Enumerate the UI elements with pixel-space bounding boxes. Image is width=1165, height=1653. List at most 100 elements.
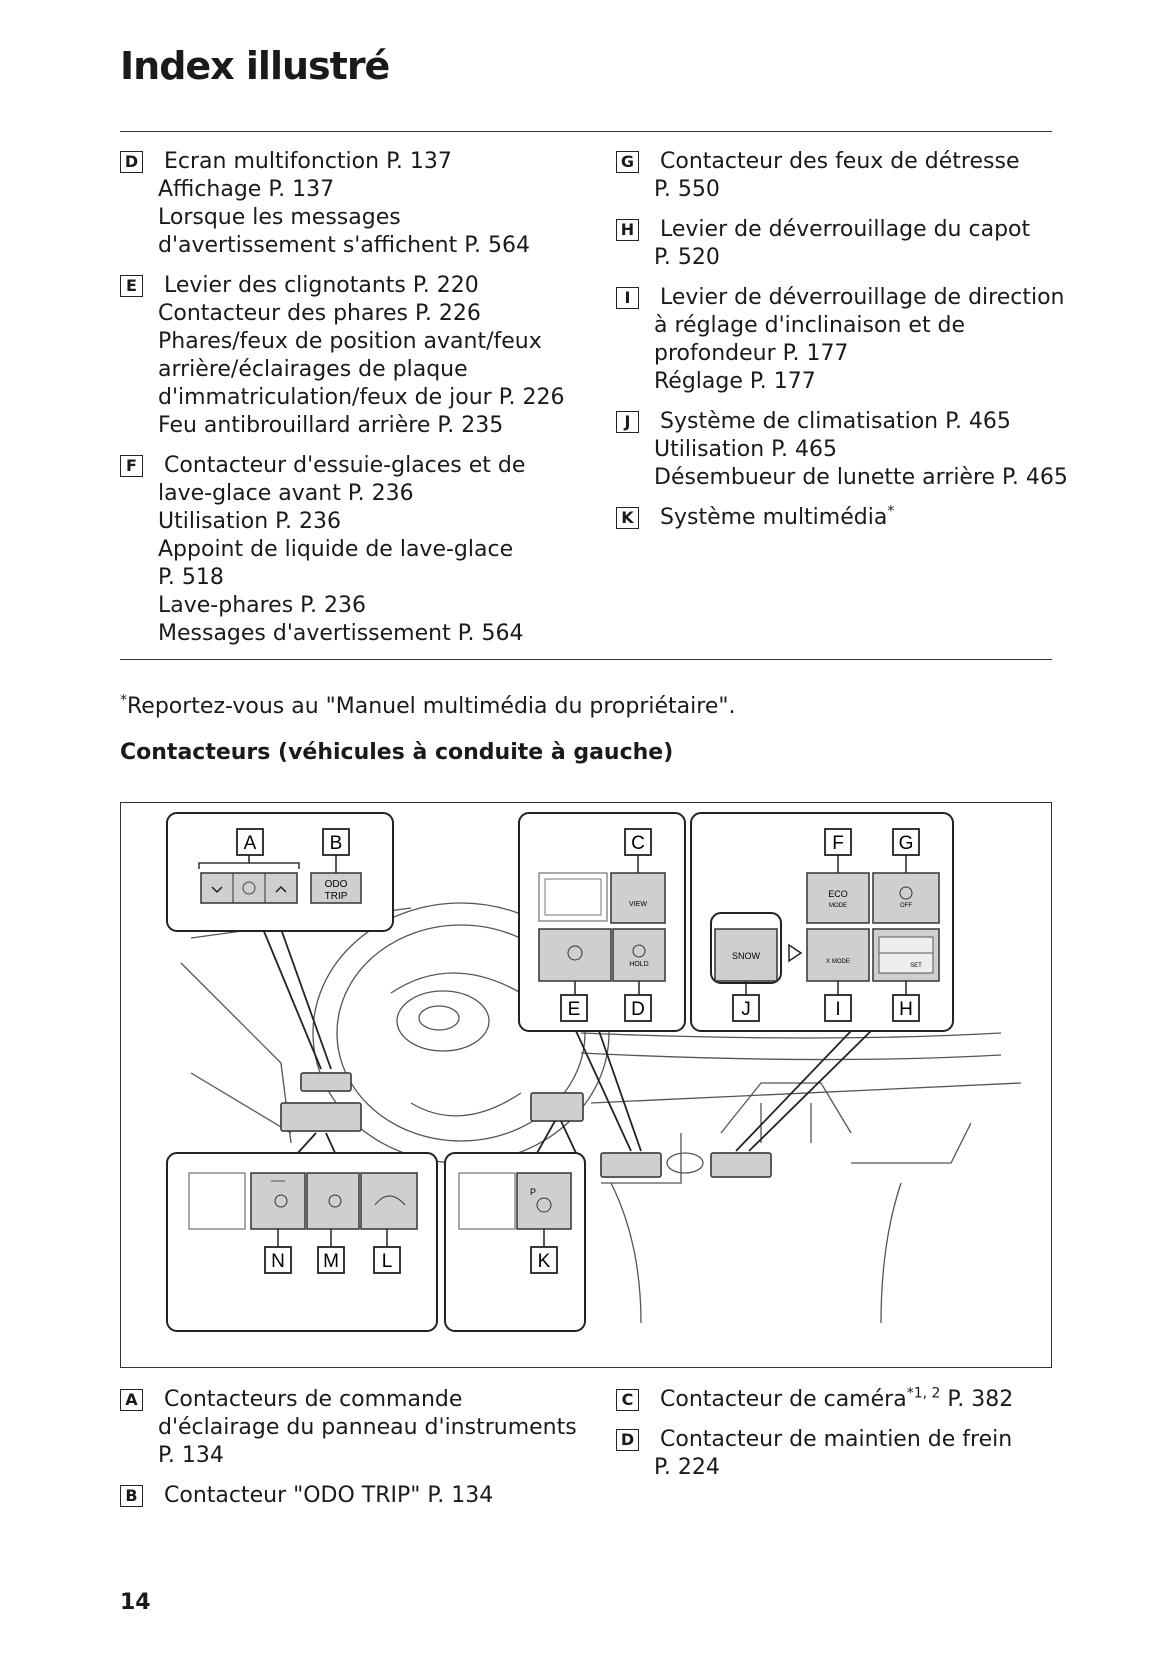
reference-superscript: *1, 2 bbox=[906, 1385, 941, 1402]
entry-line: Système multimédia* bbox=[660, 504, 1066, 532]
callout-box-lmn bbox=[166, 1152, 438, 1332]
entry-line: Levier de déverrouillage de direction bbox=[660, 284, 1066, 312]
callout-box-c bbox=[624, 828, 652, 856]
bottom-divider bbox=[120, 659, 1052, 660]
callout-letter-m: M bbox=[323, 1251, 339, 1272]
entry-line-text: Système de climatisation P. 465 bbox=[660, 409, 1011, 434]
item-letter-box: D bbox=[616, 1429, 639, 1451]
hold-label: HOLD bbox=[629, 961, 648, 968]
callout-box-a bbox=[236, 828, 264, 856]
entry-line-text: Contacteur de maintien de frein bbox=[660, 1427, 1013, 1452]
entry-line: arrière/éclairages de plaque bbox=[158, 356, 590, 384]
page-number: 14 bbox=[120, 1590, 151, 1615]
entry-line: Levier des clignotants P. 220 bbox=[164, 272, 590, 300]
entry-line: Lorsque les messages bbox=[158, 204, 590, 232]
dashboard-drawing: ODO TRIP VIEW HOLD SNOW ECO MODE OFF bbox=[166, 812, 1022, 1332]
callout-box-h bbox=[892, 994, 920, 1022]
callout-letter-d: D bbox=[631, 999, 645, 1020]
entry-line: Ecran multifonction P. 137 bbox=[164, 148, 590, 176]
reference-superscript: * bbox=[887, 503, 895, 520]
entry-line: Contacteur d'essuie-glaces et de bbox=[164, 452, 590, 480]
odo-label: ODO bbox=[325, 879, 348, 890]
footnote: *Reportez-vous au "Manuel multimédia du … bbox=[120, 694, 735, 719]
entry-line: profondeur P. 177 bbox=[654, 340, 1066, 368]
item-letter-box: K bbox=[616, 507, 639, 529]
callout-box-m bbox=[317, 1246, 345, 1274]
entry-line: Désembueur de lunette arrière P. 465 bbox=[654, 464, 1068, 492]
entry-line-text: Appoint de liquide de lave-glace bbox=[158, 537, 514, 562]
top-divider bbox=[120, 131, 1052, 132]
callout-box-n bbox=[264, 1246, 292, 1274]
entry-line: P. 550 bbox=[654, 176, 1066, 204]
entry-line-text: Contacteurs de commande bbox=[164, 1387, 463, 1412]
set-label: SET bbox=[910, 963, 922, 969]
item-letter-box: B bbox=[120, 1485, 143, 1507]
entry-line-text: profondeur P. 177 bbox=[654, 341, 849, 366]
view-label: VIEW bbox=[629, 901, 647, 908]
callout-letter-a: A bbox=[244, 833, 257, 854]
entry-line: d'immatriculation/feux de jour P. 226 bbox=[158, 384, 590, 412]
entry-line: Messages d'avertissement P. 564 bbox=[158, 620, 590, 648]
entry-line: à réglage d'inclinaison et de bbox=[654, 312, 1066, 340]
entry-line: Système de climatisation P. 465 bbox=[660, 408, 1066, 436]
entry-line: d'éclairage du panneau d'instruments bbox=[158, 1414, 590, 1442]
entry-line-text: Utilisation P. 465 bbox=[654, 437, 837, 462]
callout-letter-n: N bbox=[271, 1251, 285, 1272]
item-letter-box: H bbox=[616, 219, 639, 241]
entry-line-text: d'avertissement s'affichent P. 564 bbox=[158, 233, 531, 258]
p-label: P bbox=[530, 1187, 536, 1197]
entry-line-text: Contacteur d'essuie-glaces et de bbox=[164, 453, 526, 478]
index-entry-k: K Système multimédia* bbox=[616, 504, 1066, 532]
entry-line: P. 518 bbox=[158, 564, 590, 592]
entry-line-text: Contacteur "ODO TRIP" P. 134 bbox=[164, 1483, 494, 1508]
entry-line-text: à réglage d'inclinaison et de bbox=[654, 313, 966, 338]
trip-label: TRIP bbox=[325, 891, 348, 902]
entry-line-text: Phares/feux de position avant/feux bbox=[158, 329, 542, 354]
entry-line: Contacteur de caméra*1, 2 P. 382 bbox=[660, 1386, 1066, 1414]
entry-line: P. 520 bbox=[654, 244, 1066, 272]
callout-box-k bbox=[530, 1246, 558, 1274]
callout-letter-l: L bbox=[382, 1251, 393, 1272]
highlighted-switch-groups bbox=[280, 1072, 772, 1178]
off-label: OFF bbox=[900, 903, 912, 909]
callout-box-j bbox=[732, 994, 760, 1022]
entry-line: Contacteur des feux de détresse bbox=[660, 148, 1066, 176]
eco-label: ECO bbox=[828, 889, 848, 899]
callout-box-cde: VIEW HOLD bbox=[518, 812, 686, 1032]
entry-line-text: P. 518 bbox=[158, 565, 224, 590]
callout-letter-h: H bbox=[899, 999, 913, 1020]
page-title: Index illustré bbox=[120, 44, 390, 88]
callout-letter-k: K bbox=[538, 1251, 551, 1272]
entry-line: Contacteurs de commande bbox=[164, 1386, 590, 1414]
callout-box-d bbox=[624, 994, 652, 1022]
section-heading: Contacteurs (véhicules à conduite à gauc… bbox=[120, 740, 674, 765]
entry-line: P. 134 bbox=[158, 1442, 590, 1470]
entry-line: lave-glace avant P. 236 bbox=[158, 480, 590, 508]
item-letter-box: A bbox=[120, 1389, 143, 1411]
callout-letter-c: C bbox=[631, 833, 645, 854]
callout-box-b bbox=[322, 828, 350, 856]
entry-line: Contacteur de maintien de frein bbox=[660, 1426, 1066, 1454]
callout-box-fghij: SNOW ECO MODE OFF X MODE SET bbox=[690, 812, 954, 1032]
entry-line-text: Contacteur de caméra bbox=[660, 1387, 907, 1412]
entry-line-text: Levier de déverrouillage de direction bbox=[660, 285, 1065, 310]
entry-line-text: d'éclairage du panneau d'instruments bbox=[158, 1415, 577, 1440]
page-reference: P. 382 bbox=[940, 1387, 1014, 1412]
entry-line: Lave-phares P. 236 bbox=[158, 592, 590, 620]
entry-line: Utilisation P. 465 bbox=[654, 436, 1066, 464]
footnote-marker: * bbox=[120, 692, 127, 709]
entry-line: Contacteur des phares P. 226 bbox=[158, 300, 590, 328]
entry-line-text: Feu antibrouillard arrière P. 235 bbox=[158, 413, 504, 438]
entry-line-text: Utilisation P. 236 bbox=[158, 509, 341, 534]
entry-line-text: Messages d'avertissement P. 564 bbox=[158, 621, 524, 646]
legend-entry-a: A Contacteurs de commande d'éclairage du p… bbox=[120, 1386, 590, 1470]
entry-line: Affichage P. 137 bbox=[158, 176, 590, 204]
entry-line-text: Lorsque les messages bbox=[158, 205, 401, 230]
